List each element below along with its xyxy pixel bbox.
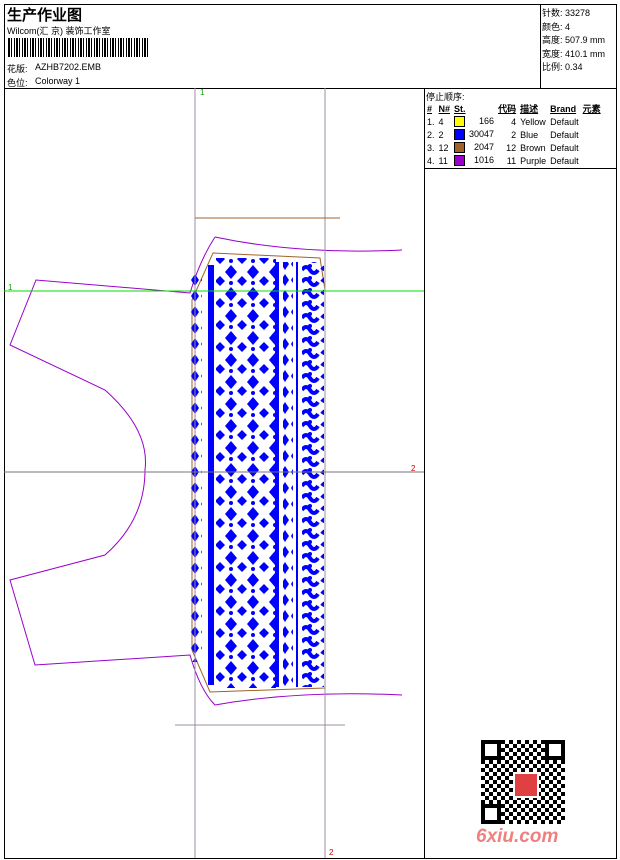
info-value: 0.34 — [565, 62, 583, 72]
column-header: Brand — [550, 103, 577, 114]
brand: Default — [550, 155, 579, 166]
brand: Default — [550, 142, 579, 153]
row-index: 1. — [427, 116, 435, 127]
column-header: 描述 — [520, 104, 539, 114]
barcode — [8, 38, 150, 57]
color-swatch — [454, 116, 466, 127]
row-index: 4. — [427, 155, 435, 166]
column-header: 代码 — [498, 104, 517, 114]
info-row: 比例: 0.34 — [542, 60, 605, 74]
info-value: 33278 — [565, 8, 591, 18]
lace-column — [302, 262, 324, 687]
stop-table-divider — [424, 88, 617, 169]
guide-label: 2 — [411, 464, 416, 473]
side-panel — [424, 88, 617, 859]
column-header: 元素 — [582, 104, 601, 114]
stitch-count: 166 — [452, 115, 496, 128]
motif-column — [283, 262, 293, 687]
design-label: 花版: — [7, 64, 28, 74]
colorway-value: Colorway 1 — [35, 76, 81, 86]
company-name: Wilcom(汇 京) 装饰工作室 — [7, 26, 111, 36]
needle-number: 11 — [438, 155, 448, 166]
qr-code-icon — [481, 740, 565, 824]
stitch-count: 1016 — [452, 154, 496, 167]
brand: Default — [550, 129, 579, 140]
column-header: N# — [438, 103, 451, 114]
design-value: AZHB7202.EMB — [35, 62, 102, 72]
guide-label: 1 — [200, 88, 205, 97]
guide-label: 1 — [8, 283, 13, 292]
color-description: Purple — [520, 155, 547, 166]
info-row: 高度: 507.9 mm — [542, 33, 605, 47]
stripe — [296, 262, 298, 687]
info-value: 4 — [565, 21, 571, 32]
info-row: 宽度: 410.1 mm — [542, 47, 605, 61]
color-description: Brown — [520, 142, 546, 153]
page-title: 生产作业图 — [7, 7, 83, 24]
info-value: 507.9 mm — [565, 35, 606, 45]
brand: Default — [550, 116, 579, 127]
stitch-count: 30047 — [452, 128, 496, 141]
info-label: 针数: — [542, 8, 563, 18]
color-code: 2 — [511, 129, 517, 140]
needle-number: 2 — [438, 129, 444, 140]
color-description: Blue — [520, 129, 539, 140]
stripe — [275, 262, 279, 687]
watermark: 6xiu.com — [476, 826, 559, 847]
motif-column — [190, 272, 202, 662]
row-index: 3. — [427, 142, 435, 153]
info-label: 宽度: — [542, 48, 563, 59]
color-swatch — [454, 129, 466, 140]
needle-number: 12 — [438, 142, 449, 153]
colorway-label: 色位: — [7, 78, 28, 88]
color-code: 12 — [506, 142, 517, 153]
info-label: 比例: — [542, 62, 563, 72]
stripe — [208, 265, 214, 685]
info-row: 颜色: 4 — [542, 20, 605, 34]
column-header: # — [427, 103, 433, 114]
column-header: St. — [454, 103, 466, 114]
color-swatch — [454, 142, 466, 153]
row-index: 2. — [427, 129, 435, 140]
needle-number: 4 — [438, 116, 444, 127]
color-swatch — [454, 155, 466, 166]
info-label: 颜色: — [542, 21, 563, 32]
color-code: 4 — [511, 116, 517, 127]
stop-sequence-title: 停止顺序: — [426, 92, 465, 102]
guide-label: 2 — [329, 848, 334, 857]
info-row: 针数: 33278 — [542, 6, 605, 20]
info-label: 高度: — [542, 35, 563, 45]
color-code: 11 — [506, 155, 517, 166]
color-description: Yellow — [520, 116, 546, 127]
stitch-count: 2047 — [452, 141, 496, 154]
motif-column — [216, 258, 276, 688]
info-value: 410.1 mm — [565, 48, 606, 59]
